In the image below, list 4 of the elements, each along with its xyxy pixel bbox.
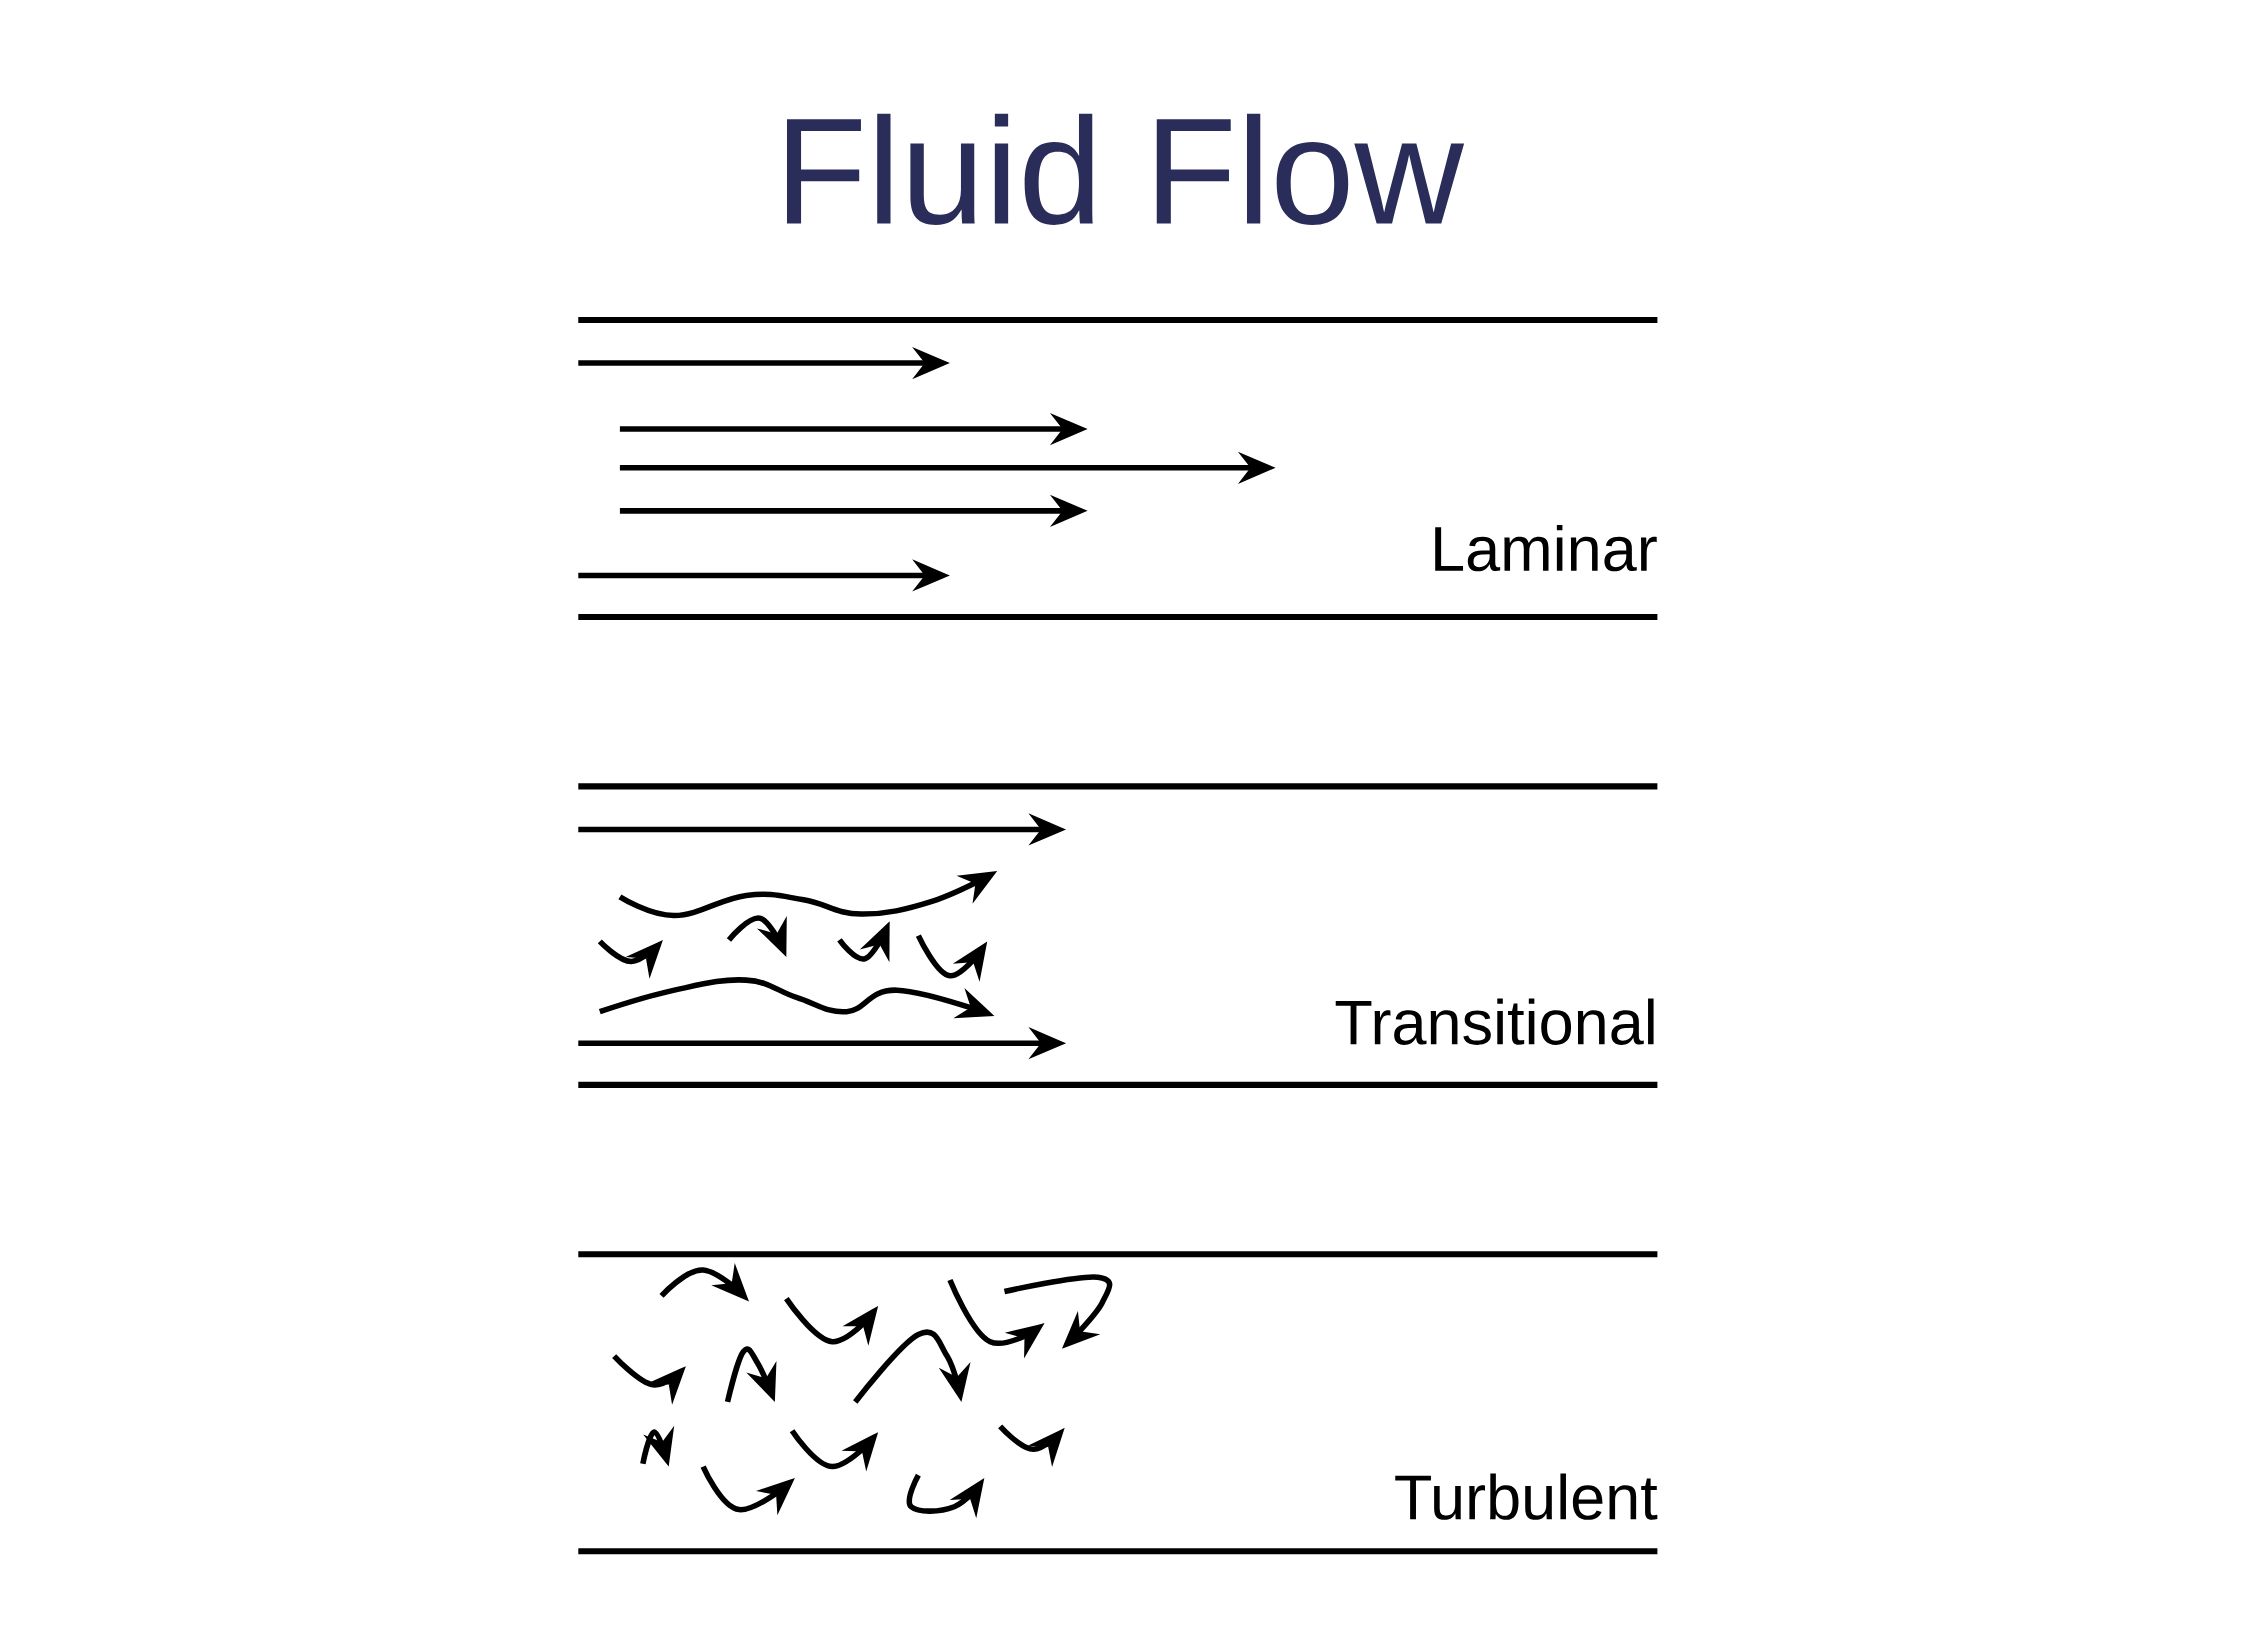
- title: Fluid Flow: [787, 113, 1465, 226]
- flow-label: Transitional: [1335, 998, 1654, 1046]
- flow-label: Turbulent: [1395, 1473, 1658, 1520]
- flow-label: Laminar: [1435, 525, 1657, 572]
